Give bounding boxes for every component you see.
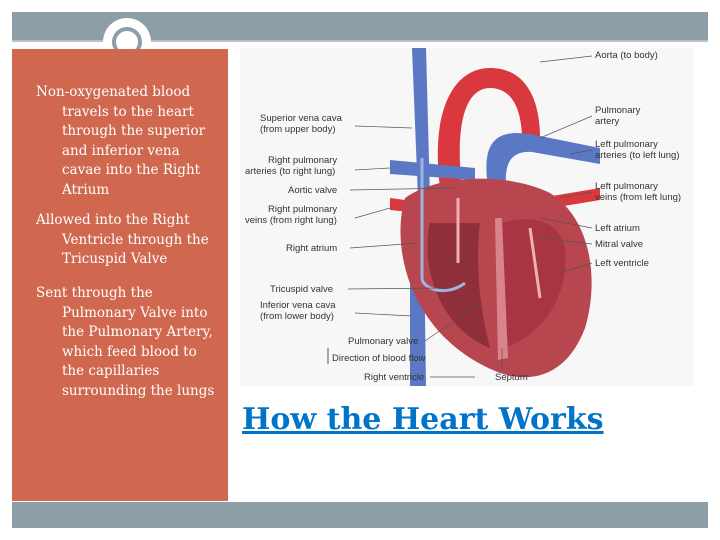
label-right-pulmonary-veins-2: veins (from right lung) xyxy=(245,215,337,226)
label-pulmonary-artery-1: Pulmonary xyxy=(595,105,641,116)
label-inferior-vena-cava-2: (from lower body) xyxy=(260,311,334,322)
label-aorta: Aorta (to body) xyxy=(595,50,658,61)
left-text-panel xyxy=(12,49,228,501)
label-right-atrium: Right atrium xyxy=(286,243,337,254)
label-superior-vena-cava-2: (from upper body) xyxy=(260,124,336,135)
label-inferior-vena-cava-1: Inferior vena cava xyxy=(260,300,336,311)
label-pulmonary-artery-2: artery xyxy=(595,116,620,127)
bullet-right-ventricle: Allowed into the Right Ventricle through… xyxy=(36,212,209,267)
how-the-heart-works-link[interactable]: How the Heart Works xyxy=(242,402,604,437)
label-right-pulmonary-veins-1: Right pulmonary xyxy=(268,204,337,215)
heart-diagram: Aorta (to body) Pulmonary artery Left pu… xyxy=(240,48,694,386)
bullet-pulmonary-artery: Sent through the Pulmonary Valve into th… xyxy=(36,285,215,399)
bullet-right-atrium: Non-oxygenated blood travels to the hear… xyxy=(36,84,206,198)
label-left-pulmonary-veins-1: Left pulmonary xyxy=(595,181,658,192)
pulmonary-artery-shape xyxy=(486,132,600,198)
label-pulmonary-valve: Pulmonary valve xyxy=(348,336,418,347)
label-left-ventricle: Left ventricle xyxy=(595,258,649,269)
label-left-pulmonary-arteries-1: Left pulmonary xyxy=(595,139,658,150)
label-right-ventricle: Right ventricle xyxy=(364,372,424,383)
label-septum: Septum xyxy=(495,372,528,383)
label-direction-of-blood-flow: Direction of blood flow xyxy=(332,353,426,364)
label-tricuspid-valve: Tricuspid valve xyxy=(270,284,333,295)
label-mitral-valve: Mitral valve xyxy=(595,239,643,250)
label-left-atrium: Left atrium xyxy=(595,223,640,234)
label-left-pulmonary-veins-2: veins (from left lung) xyxy=(595,192,681,203)
top-divider xyxy=(12,40,708,42)
bottom-band xyxy=(12,502,708,528)
aorta-shape xyxy=(437,68,540,188)
label-right-pulmonary-arteries-2: arteries (to right lung) xyxy=(245,166,335,177)
label-aortic-valve: Aortic valve xyxy=(288,185,337,196)
superior-vena-cava-shape xyxy=(412,48,430,198)
label-superior-vena-cava-1: Superior vena cava xyxy=(260,113,343,124)
label-right-pulmonary-arteries-1: Right pulmonary xyxy=(268,155,337,166)
label-left-pulmonary-arteries-2: arteries (to left lung) xyxy=(595,150,679,161)
